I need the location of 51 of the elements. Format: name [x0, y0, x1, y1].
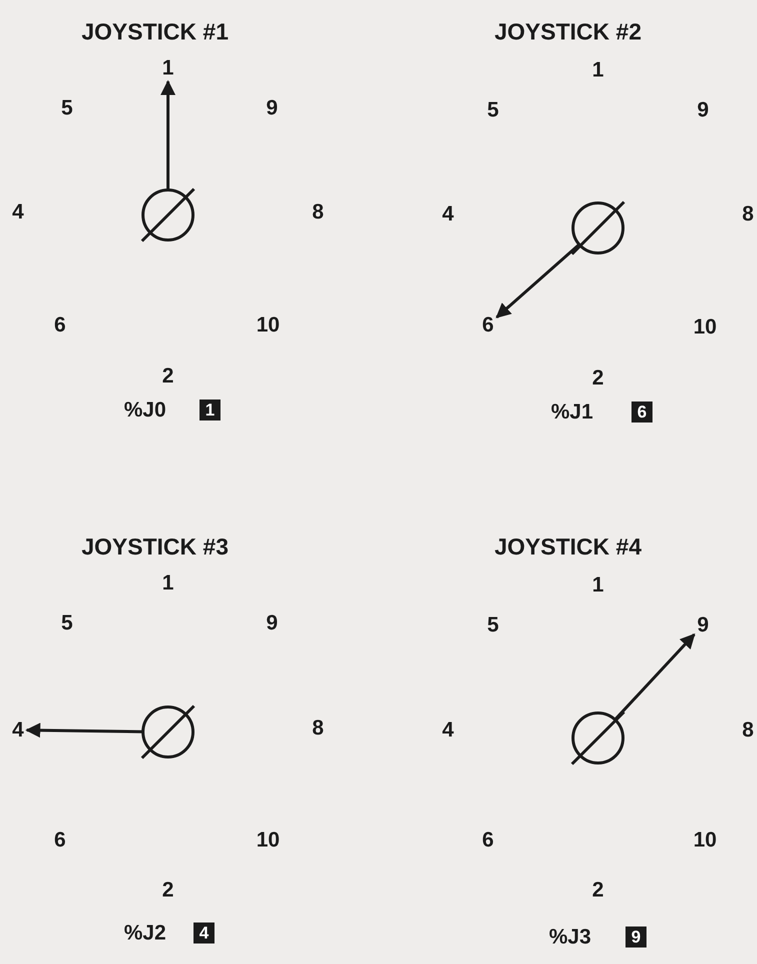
code-label: %J1 — [550, 402, 594, 422]
direction-number: 9 — [697, 614, 709, 636]
direction-number: 9 — [697, 100, 709, 120]
direction-number: 10 — [693, 316, 717, 338]
code-label: %J3 — [548, 926, 592, 948]
direction-number: 10 — [693, 830, 717, 850]
direction-number: 9 — [266, 98, 278, 118]
direction-number: 4 — [12, 720, 24, 740]
arrow — [614, 633, 696, 721]
direction-number: 6 — [482, 314, 494, 336]
code-label: %J2 — [124, 922, 166, 944]
direction-number: 5 — [61, 98, 73, 118]
key-badge: 9 — [626, 926, 646, 948]
code-label: %J0 — [124, 400, 166, 420]
direction-number: 4 — [442, 204, 454, 224]
direction-number: 10 — [256, 830, 280, 850]
direction-number: 8 — [742, 720, 754, 740]
direction-number: 1 — [162, 58, 174, 78]
direction-number: 8 — [312, 202, 324, 222]
direction-number: 4 — [442, 720, 454, 740]
heading: JOYSTICK #4 — [494, 536, 642, 558]
direction-number: 5 — [487, 614, 499, 636]
arrow — [496, 243, 580, 318]
slashed-circle-symbol — [138, 702, 198, 762]
direction-number: 8 — [742, 204, 754, 224]
direction-number: 5 — [487, 100, 499, 120]
direction-number: 1 — [162, 572, 174, 594]
direction-number: 2 — [592, 880, 604, 900]
direction-number: 8 — [312, 718, 324, 738]
direction-number: 4 — [12, 202, 24, 222]
direction-number: 9 — [266, 612, 278, 634]
key-badge: 1 — [200, 400, 220, 420]
direction-number: 1 — [592, 574, 604, 596]
heading: JOYSTICK #2 — [494, 20, 642, 44]
slashed-circle-symbol — [138, 185, 198, 245]
direction-number: 1 — [592, 60, 604, 80]
direction-number: 10 — [256, 314, 280, 336]
arrow — [160, 80, 176, 190]
slashed-circle-symbol — [568, 198, 628, 258]
direction-number: 6 — [54, 830, 66, 850]
direction-number: 5 — [61, 612, 73, 634]
direction-number: 2 — [162, 366, 174, 386]
direction-number: 2 — [162, 880, 174, 900]
heading: JOYSTICK #1 — [82, 20, 228, 44]
key-badge: 6 — [632, 402, 652, 422]
direction-number: 6 — [482, 830, 494, 850]
arrow — [25, 722, 144, 738]
heading: JOYSTICK #3 — [82, 536, 228, 558]
direction-number: 2 — [592, 368, 604, 388]
direction-number: 6 — [54, 314, 66, 336]
key-badge: 4 — [194, 922, 214, 944]
